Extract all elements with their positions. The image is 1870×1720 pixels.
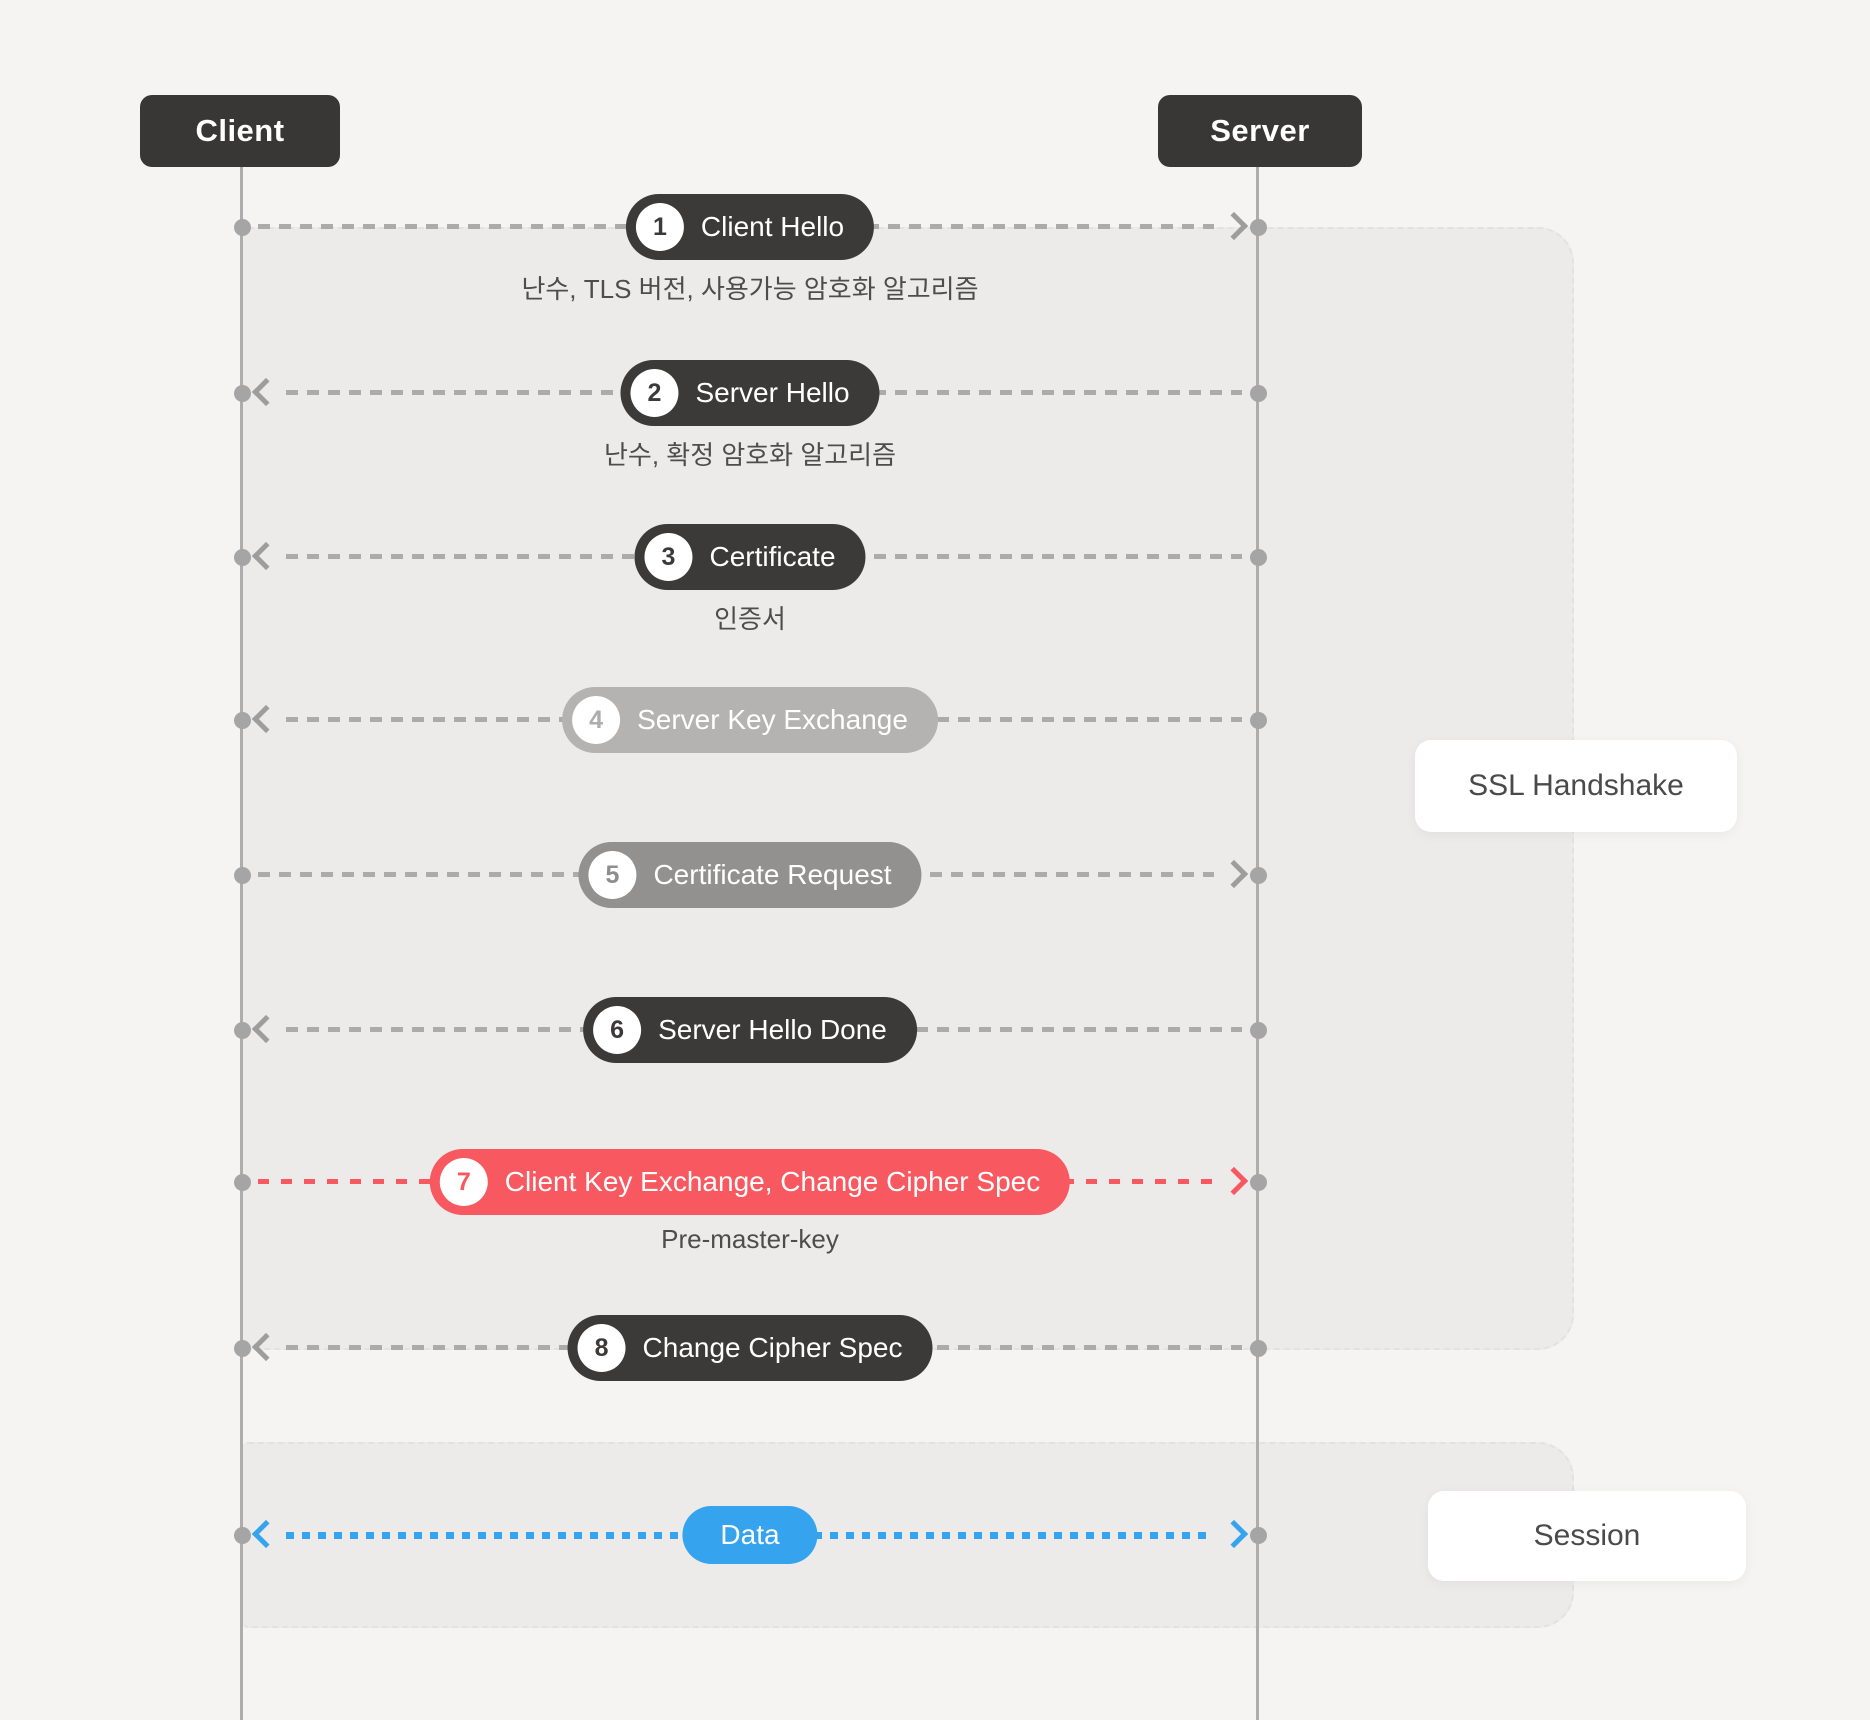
lifeline-dot (1249, 384, 1267, 402)
ssl-handshake-side-label: SSL Handshake (1415, 740, 1737, 832)
message-pill: 2 Server Hello (620, 360, 880, 426)
lifeline-dot (1249, 218, 1267, 236)
message-pill: 5 Certificate Request (578, 842, 922, 908)
lifeline-dot (233, 1173, 251, 1191)
lifeline-dot (233, 1021, 251, 1039)
message-pill: Data (682, 1506, 818, 1564)
lifeline-dot (1249, 548, 1267, 566)
lifeline-dot (1249, 1339, 1267, 1357)
step-number-badge: 6 (593, 1006, 642, 1054)
message-label: Change Cipher Spec (642, 1332, 903, 1363)
message-label: Data (720, 1519, 780, 1550)
message-label: Certificate Request (653, 859, 892, 890)
message-label: Certificate (709, 541, 836, 572)
lifeline-dot (1249, 1526, 1267, 1544)
lifeline-dot (1249, 1173, 1267, 1191)
step-number-badge: 3 (644, 533, 693, 581)
message-subtitle: 난수, 확정 암호화 알고리즘 (603, 440, 897, 470)
actor-client-box: Client (140, 95, 340, 167)
message-pill: 6 Server Hello Done (583, 997, 917, 1063)
step-number-badge: 1 (635, 203, 684, 251)
message-pill: 3 Certificate (634, 524, 866, 590)
lifeline-dot (233, 1526, 251, 1544)
lifeline-dot (1249, 711, 1267, 729)
message-label: Server Hello (695, 377, 850, 408)
lifeline-dot (233, 711, 251, 729)
lifeline-dot (233, 548, 251, 566)
message-label: Client Hello (700, 211, 845, 242)
lifeline-dot (1249, 866, 1267, 884)
client-lifeline (240, 167, 243, 1720)
step-number-badge: 4 (572, 696, 621, 744)
message-subtitle: 인증서 (714, 604, 786, 634)
message-subtitle: Pre-master-key (661, 1224, 839, 1254)
server-lifeline (1256, 167, 1259, 1720)
lifeline-dot (233, 218, 251, 236)
message-subtitle: 난수, TLS 버전, 사용가능 암호화 알고리즘 (521, 274, 979, 304)
message-pill: 1 Client Hello (625, 194, 875, 260)
step-number-badge: 2 (630, 369, 679, 417)
actor-server-label: Server (1210, 113, 1310, 148)
session-label-text: Session (1533, 1519, 1641, 1552)
lifeline-dot (233, 384, 251, 402)
step-number-badge: 5 (588, 851, 637, 899)
step-number-badge: 8 (577, 1324, 626, 1372)
message-pill: 4 Server Key Exchange (562, 687, 938, 753)
lifeline-dot (1249, 1021, 1267, 1039)
lifeline-dot (233, 1339, 251, 1357)
message-label: Server Hello Done (658, 1014, 887, 1045)
actor-server-box: Server (1158, 95, 1362, 167)
message-label: Server Key Exchange (637, 704, 908, 735)
actor-client-label: Client (195, 113, 285, 148)
message-pill: 7 Client Key Exchange, Change Cipher Spe… (429, 1149, 1071, 1215)
message-pill: 8 Change Cipher Spec (567, 1315, 933, 1381)
session-side-label: Session (1428, 1491, 1746, 1581)
lifeline-dot (233, 866, 251, 884)
step-number-badge: 7 (439, 1158, 488, 1206)
ssl-handshake-label-text: SSL Handshake (1468, 769, 1684, 802)
message-label: Client Key Exchange, Change Cipher Spec (504, 1166, 1041, 1197)
